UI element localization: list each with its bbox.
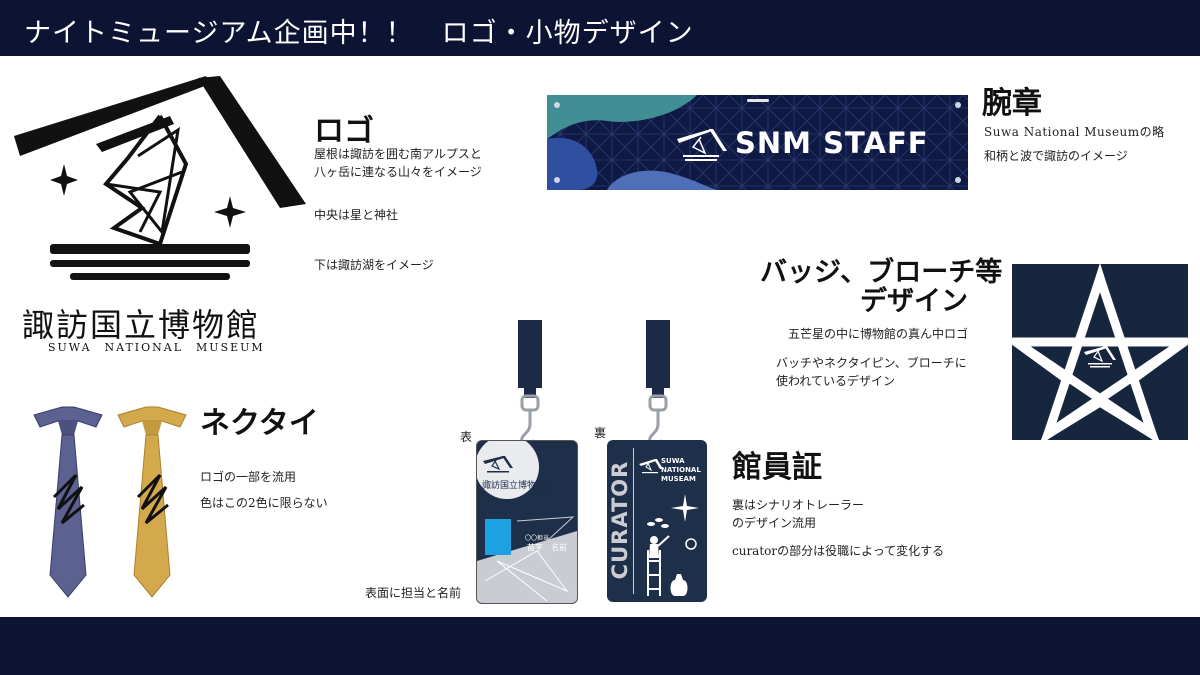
logo-wordmark-english: SUWA NATIONAL MUSEUM xyxy=(48,341,265,354)
card-front-name: 苗字 名前 xyxy=(527,543,567,552)
logo-desc-bottom: 下は諏訪湖をイメージ xyxy=(314,258,434,272)
logo-desc-center: 中央は星と神社 xyxy=(314,208,399,222)
idcard-heading: 館員証 xyxy=(732,450,822,485)
armband-heading: 腕章 xyxy=(982,86,1042,121)
logo-desc-line2: 八ヶ岳に連なる山々をイメージ xyxy=(314,165,482,179)
card-back-logo-text: SUWA NATIONAL MUSEAM xyxy=(641,457,701,484)
footer-bar xyxy=(0,617,1200,675)
card-front-role: 〇〇担当 xyxy=(525,535,550,542)
badge-heading-line2: デザイン xyxy=(860,286,968,317)
badge-heading-line1: バッジ、ブローチ等 xyxy=(760,257,1003,288)
star-badge-image xyxy=(1012,264,1188,440)
idcard-desc-line3: curatorの部分は役職によって変化する xyxy=(732,544,945,558)
card-back-logo-line1: SUWA xyxy=(661,457,685,465)
logo-desc-line1: 屋根は諏訪を囲む南アルプスと xyxy=(314,147,482,161)
card-caption: 表面に担当と名前 xyxy=(365,586,462,600)
tie-desc-line1: ロゴの一部を流用 xyxy=(200,470,297,484)
armband-text: SNM STAFF xyxy=(735,126,929,160)
card-back-logo-line2: NATIONAL xyxy=(661,466,701,474)
armband-banner: SNM STAFF xyxy=(547,95,968,190)
tie-desc-line2: 色はこの2色に限らない xyxy=(200,496,328,510)
museum-logo-mark xyxy=(10,72,310,302)
page-title: ナイトミュージアム企画中！！ ロゴ・小物デザイン xyxy=(24,18,694,49)
logo-heading: ロゴ xyxy=(314,114,374,149)
logo-wordmark: 諏訪国立博物館 xyxy=(22,306,261,344)
card-front-label: 表 xyxy=(460,430,473,444)
card-back-logo-line3: MUSEAM xyxy=(661,475,696,483)
tie-blue-image xyxy=(32,405,104,600)
armband-desc-line1: Suwa National Museumの略 xyxy=(984,125,1165,139)
badge-desc-line3: 使われているデザイン xyxy=(776,374,896,388)
lanyard-front xyxy=(516,320,546,450)
armband-desc-line2: 和柄と波で諏訪のイメージ xyxy=(984,149,1128,163)
idcard-desc-line2: のデザイン流用 xyxy=(732,516,817,530)
id-card-back: CURATOR SUWA NATIONAL MUSEAM xyxy=(607,440,707,602)
badge-desc-line2: バッチやネクタイピン、ブローチに xyxy=(776,356,967,370)
idcard-desc-line1: 裏はシナリオトレーラー xyxy=(732,498,865,512)
id-card-front: 諏訪国立博物館 〇〇担当 苗字 名前 xyxy=(476,440,578,604)
card-back-label: 裏 xyxy=(594,426,607,440)
tie-heading: ネクタイ xyxy=(200,406,319,441)
tie-gold-image xyxy=(116,405,188,600)
header-bar xyxy=(0,0,1200,56)
lanyard-back xyxy=(644,320,674,450)
card-front-logo-text: 諏訪国立博物館 xyxy=(482,481,546,491)
badge-desc-line1: 五芒星の中に博物館の真ん中ロゴ xyxy=(788,327,969,341)
